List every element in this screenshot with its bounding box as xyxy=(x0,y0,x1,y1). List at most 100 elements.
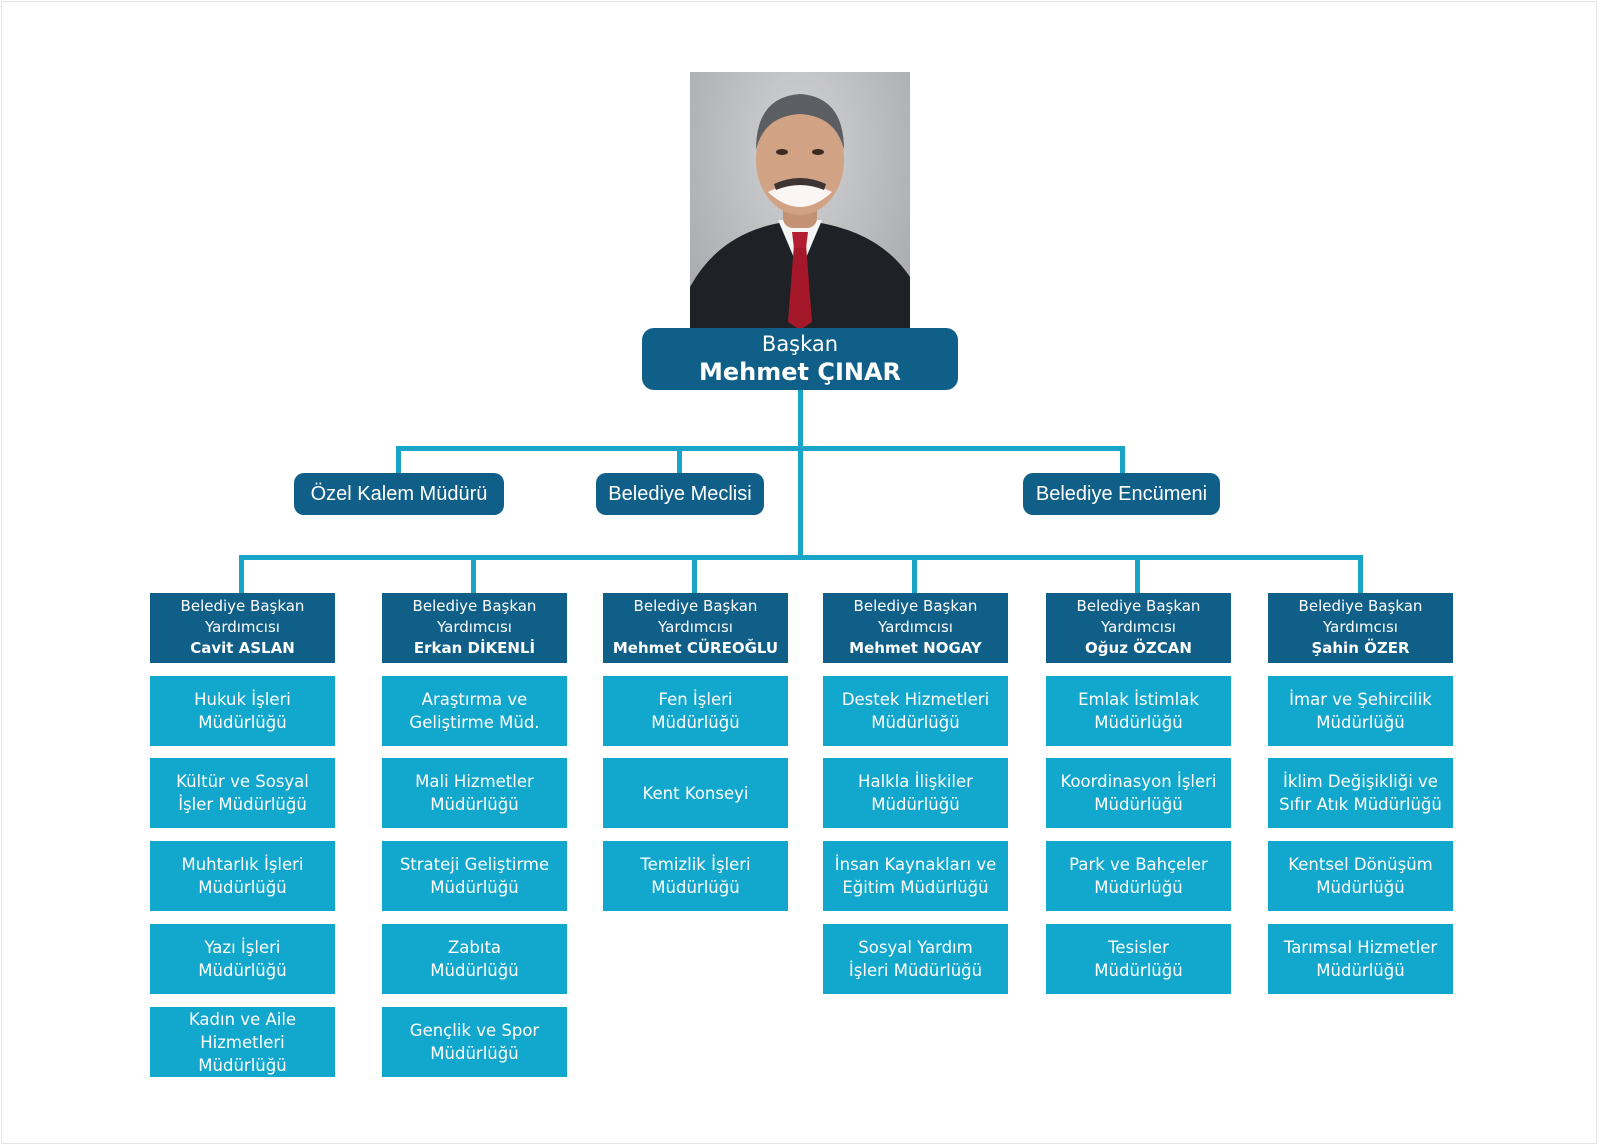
deputy-title-line2: Yardımcısı xyxy=(205,618,280,636)
deputy-title-line1: Belediye Başkan xyxy=(853,597,978,615)
deputy-title-line1: Belediye Başkan xyxy=(1076,597,1201,615)
department-name-line1: Halkla İlişkiler xyxy=(858,772,973,791)
department-name-line2: Geliştirme Müd. xyxy=(409,713,540,732)
connector-deputies-bar xyxy=(239,555,1363,560)
unit-belediye-meclisi: Belediye Meclisi xyxy=(596,473,764,515)
connector-deputy-1 xyxy=(239,555,244,594)
department-name-line1: Strateji Geliştirme xyxy=(399,855,550,874)
connector-deputy-6 xyxy=(1358,555,1363,594)
department-name-line2: Müdürlüğü xyxy=(198,878,287,897)
department-name-line2: Müdürlüğü xyxy=(871,795,960,814)
department-name-line2: Müdürlüğü xyxy=(1094,961,1183,980)
department-name-line1: İklim Değişikliği ve xyxy=(1283,772,1438,791)
deputy-name: Mehmet CÜREOĞLU xyxy=(612,639,779,657)
mayor-box: Başkan Mehmet ÇINAR xyxy=(642,328,958,390)
connector-deputy-4 xyxy=(912,555,917,594)
department-box: Araştırma ve Geliştirme Müd. xyxy=(382,676,567,746)
department-name-line2: Müdürlüğü xyxy=(430,1044,519,1063)
department-name-line1: Sosyal Yardım xyxy=(858,938,973,957)
deputy-name: Mehmet NOGAY xyxy=(849,639,982,657)
department-box: İklim Değişikliği ve Sıfır Atık Müdürlüğü xyxy=(1268,758,1453,828)
connector-unit-1 xyxy=(396,446,401,474)
connector-deputy-5 xyxy=(1135,555,1140,594)
deputy-title-line2: Yardımcısı xyxy=(658,618,733,636)
department-name-line2: Müdürlüğü xyxy=(871,713,960,732)
department-name-line1: Muhtarlık İşleri xyxy=(181,855,304,874)
department-name-line1: Temizlik İşleri xyxy=(640,855,751,874)
department-name-line2: Müdürlüğü xyxy=(198,961,287,980)
department-name-line2: Müdürlüğü xyxy=(430,878,519,897)
deputy-name: Cavit ASLAN xyxy=(190,639,295,657)
department-name-line2: Eğitim Müdürlüğü xyxy=(842,878,989,897)
department-name-line1: Tarımsal Hizmetler xyxy=(1283,938,1438,957)
department-name-line1: İmar ve Şehircilik xyxy=(1289,690,1432,709)
mayor-name: Mehmet ÇINAR xyxy=(698,358,902,386)
connector-deputy-2 xyxy=(471,555,476,594)
department-name-line2: Müdürlüğü xyxy=(430,961,519,980)
department-name-line2: Müdürlüğü xyxy=(198,713,287,732)
department-name-line2: Müdürlüğü xyxy=(1316,878,1405,897)
department-name-line2: Müdürlüğü xyxy=(198,1055,287,1075)
department-name-line1: Kentsel Dönüşüm xyxy=(1288,855,1433,874)
connector-unit-2 xyxy=(677,446,682,474)
department-name-line2: Müdürlüğü xyxy=(1094,878,1183,897)
deputy-title-line2: Yardımcısı xyxy=(1101,618,1176,636)
department-name-line1: Yazı İşleri xyxy=(204,938,281,957)
department-name-line1: Mali Hizmetler xyxy=(415,772,534,791)
department-name-line2: Sıfır Atık Müdürlüğü xyxy=(1279,795,1442,814)
department-name-line1: Araştırma ve xyxy=(421,690,528,709)
department-name-line1: Fen İşleri xyxy=(658,690,733,709)
department-name-line1: İnsan Kaynakları ve xyxy=(834,855,997,874)
department-name-line1: Park ve Bahçeler xyxy=(1069,855,1208,874)
mayor-title: Başkan xyxy=(761,332,839,356)
deputy-title-line1: Belediye Başkan xyxy=(1298,597,1423,615)
department-name-line1: Koordinasyon İşleri xyxy=(1060,772,1217,791)
department-name-line1: Kültür ve Sosyal xyxy=(176,772,309,791)
department-name-line1: Kent Konseyi xyxy=(642,783,749,803)
deputy-title-line2: Yardımcısı xyxy=(878,618,953,636)
department-name-line1: Zabıta xyxy=(447,938,502,957)
deputy-name: Şahin ÖZER xyxy=(1311,639,1410,657)
department-box: İnsan Kaynakları ve Eğitim Müdürlüğü xyxy=(823,841,1008,911)
department-name-line2: Müdürlüğü xyxy=(651,713,740,732)
deputy-title-line2: Yardımcısı xyxy=(1323,618,1398,636)
department-name-line2: Müdürlüğü xyxy=(1316,961,1405,980)
unit-ozel-kalem: Özel Kalem Müdürü xyxy=(294,473,504,515)
department-name-line1: Destek Hizmetleri xyxy=(841,690,990,709)
mayor-photo xyxy=(690,72,910,330)
department-name-line1: Gençlik ve Spor xyxy=(409,1021,540,1040)
department-name-line1: Hukuk İşleri xyxy=(194,690,291,709)
connector-units-bar xyxy=(396,446,1125,451)
connector-trunk xyxy=(798,390,803,558)
deputy-title-line1: Belediye Başkan xyxy=(412,597,537,615)
department-box: Kent Konseyi xyxy=(603,758,788,828)
department-name-line2: Müdürlüğü xyxy=(430,795,519,814)
deputy-name: Erkan DİKENLİ xyxy=(413,639,536,657)
department-name-line2: İşleri Müdürlüğü xyxy=(848,961,983,980)
connector-unit-3 xyxy=(1120,446,1125,474)
department-name-line2: Müdürlüğü xyxy=(651,878,740,897)
